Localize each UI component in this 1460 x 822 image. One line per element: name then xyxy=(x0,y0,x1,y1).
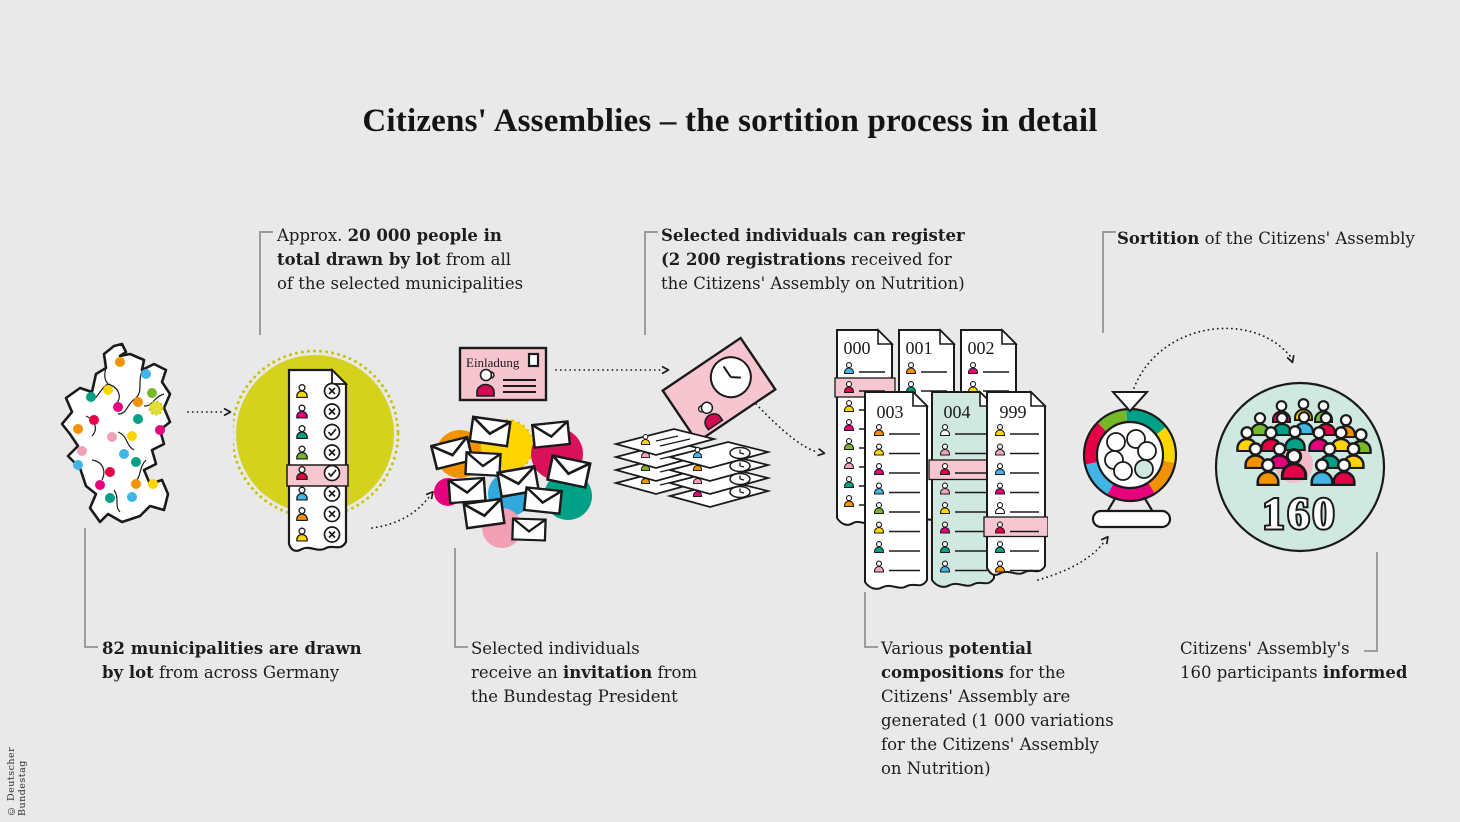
text-line: Sortition of the Citizens' Assembly xyxy=(1117,229,1415,248)
text-line: total drawn by lot from all xyxy=(277,250,512,269)
arrow-map-to-circle xyxy=(187,407,232,417)
arrow-registration-to-lists xyxy=(755,403,826,457)
municipality-dots xyxy=(73,357,165,503)
text-line: 82 municipalities are drawn xyxy=(102,639,362,658)
person-icon xyxy=(476,368,495,397)
list-number: 004 xyxy=(944,402,971,422)
wheel-base xyxy=(1091,509,1172,529)
annotation-draw-people: Approx. 20 000 people in total drawn by … xyxy=(277,224,523,296)
list-999: 999 xyxy=(983,390,1048,576)
text-line: Citizens' Assembly are xyxy=(881,687,1071,706)
text-line: Various potential xyxy=(881,639,1033,658)
folded-corner xyxy=(331,367,349,385)
arrow-card-to-registration xyxy=(555,365,670,375)
text-line: Selected individuals can register xyxy=(661,226,965,245)
text-line: by lot from across Germany xyxy=(102,663,340,682)
bracket-invitation xyxy=(454,548,468,648)
lot-list-illustration xyxy=(233,349,400,552)
list-number: 002 xyxy=(968,338,995,358)
list-number: 000 xyxy=(844,338,871,358)
arrow-wheel-to-assembly xyxy=(1133,327,1295,389)
clock-icon xyxy=(709,356,752,399)
selected-municipality-dot xyxy=(148,400,164,416)
wheel-ring xyxy=(1084,409,1176,501)
text-line: (2 200 registrations received for xyxy=(661,250,952,269)
invitation-envelopes-illustration: Einladung xyxy=(430,346,592,548)
lottery-balls xyxy=(1104,429,1157,481)
invitation-card: Einladung xyxy=(458,346,548,402)
wheel-pointer xyxy=(1110,391,1150,413)
list-number: 001 xyxy=(906,338,933,358)
annotation-municipalities: 82 municipalities are drawn by lot from … xyxy=(102,637,362,685)
text-line: Approx. 20 000 people in xyxy=(277,226,502,245)
annotation-informed: Citizens' Assembly's 160 participants in… xyxy=(1180,637,1407,685)
arrow-lists-to-wheel xyxy=(1037,535,1109,581)
bracket-municipalities xyxy=(84,528,98,648)
bracket-informed xyxy=(1364,552,1378,652)
lot-list-rows xyxy=(296,382,341,543)
text-line: generated (1 000 variations xyxy=(881,711,1114,730)
invitation-card-label: Einladung xyxy=(466,355,520,370)
text-line: on Nutrition) xyxy=(881,759,991,778)
list-004: 004 xyxy=(928,390,997,588)
page-title: Citizens' Assemblies – the sortition pro… xyxy=(362,103,1098,139)
text-line: Selected individuals xyxy=(471,639,640,658)
person-icon xyxy=(697,401,724,431)
svg-text:160: 160 xyxy=(1263,489,1338,538)
text-lines xyxy=(503,379,536,393)
bracket-compositions xyxy=(864,592,878,648)
text-line: for the Citizens' Assembly xyxy=(881,735,1100,754)
germany-map-illustration xyxy=(60,342,172,524)
text-line: 160 participants informed xyxy=(1180,663,1408,682)
annotation-register: Selected individuals can register (2 200… xyxy=(661,224,965,296)
text-line: receive an invitation from xyxy=(471,663,698,682)
lottery-wheel-illustration xyxy=(1082,391,1178,529)
annotation-invitation: Selected individuals receive an invitati… xyxy=(471,637,697,709)
bracket-draw-people xyxy=(259,231,273,335)
list-number: 003 xyxy=(877,402,904,422)
registration-illustration xyxy=(612,336,777,508)
annotation-sortition: Sortition of the Citizens' Assembly xyxy=(1117,227,1415,251)
form-stack-right xyxy=(666,441,772,508)
arrow-circle-to-envelopes xyxy=(371,491,434,529)
composition-lists-illustration: 000 001 002 003 xyxy=(834,328,1048,590)
bracket-sortition xyxy=(1102,231,1116,333)
annotation-compositions: Various potential compositions for the C… xyxy=(881,637,1114,781)
registration-card xyxy=(661,336,777,444)
list-003: 003 xyxy=(864,390,929,590)
assembly-circle-illustration: 160 160 xyxy=(1214,381,1386,553)
text-line: Citizens' Assembly's xyxy=(1180,639,1350,658)
list-number: 999 xyxy=(1000,402,1027,422)
text-line: compositions for the xyxy=(881,663,1066,682)
wheel-legs xyxy=(1106,496,1154,513)
text-line: the Bundestag President xyxy=(471,687,678,706)
bracket-register xyxy=(644,231,658,335)
text-line: of the selected municipalities xyxy=(277,274,524,293)
stamp-icon xyxy=(527,352,540,368)
participant-count: 160 xyxy=(1263,489,1338,538)
text-line: the Citizens' Assembly on Nutrition) xyxy=(661,274,965,293)
